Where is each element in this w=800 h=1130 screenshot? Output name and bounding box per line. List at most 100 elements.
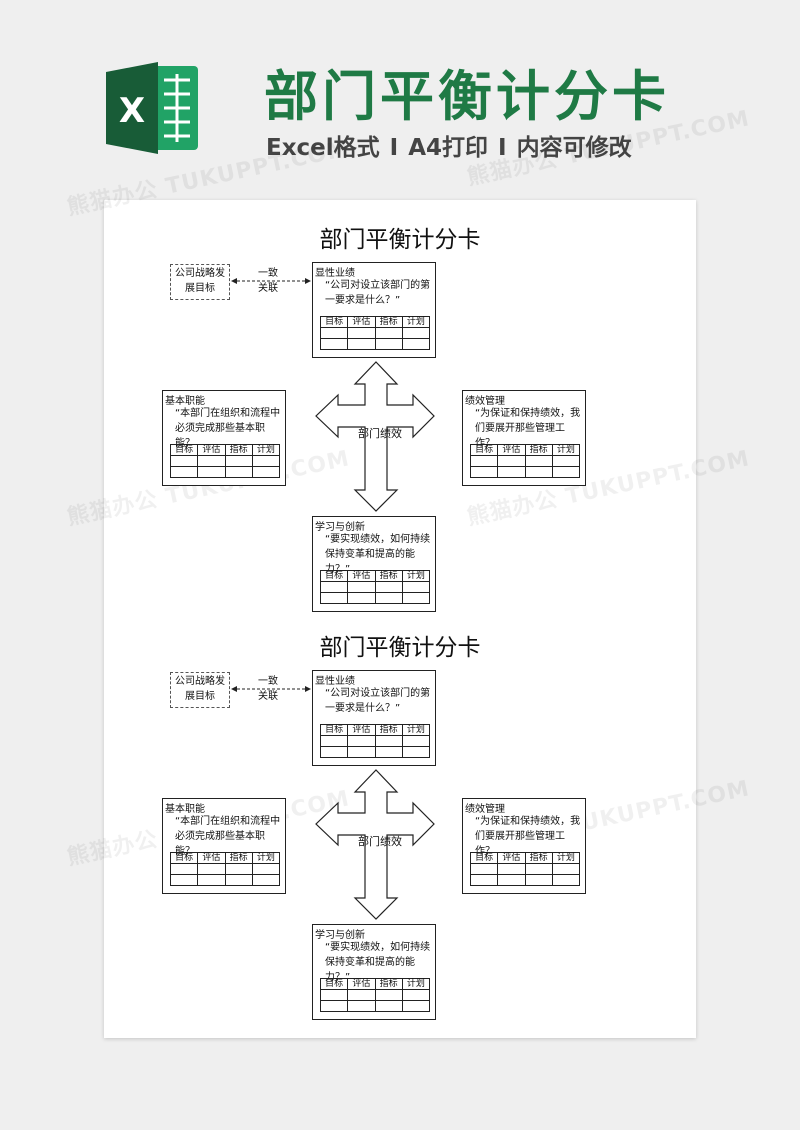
table-row bbox=[169, 874, 281, 886]
table-cell bbox=[319, 1000, 349, 1012]
table-cell bbox=[374, 338, 403, 350]
box-basic-functions: 基本职能 “本部门在组织和流程中必须完成那些基本职能？ 目标 评估 指标 计划 bbox=[162, 390, 286, 486]
box-performance-management: 绩效管理 “为保证和保持绩效，我们要展开那些管理工作？ 目标 评估 指标 计划 bbox=[462, 798, 586, 894]
table-cell bbox=[319, 989, 349, 1001]
table-header-cell: 计划 bbox=[551, 852, 581, 864]
table-row bbox=[469, 863, 581, 875]
table-cell bbox=[347, 989, 376, 1001]
goal-table: 目标 评估 指标 计划 bbox=[319, 570, 431, 604]
page-title: 部门平衡计分卡 bbox=[264, 65, 670, 128]
table-cell bbox=[551, 455, 581, 467]
table-header-cell: 评估 bbox=[347, 724, 376, 736]
table-cell bbox=[497, 466, 526, 478]
table-cell bbox=[374, 327, 403, 339]
table-row bbox=[469, 455, 581, 467]
table-header-cell: 指标 bbox=[224, 852, 253, 864]
alignment-label-line2: 关联 bbox=[258, 691, 278, 702]
table-cell bbox=[497, 874, 526, 886]
goal-table: 目标 评估 指标 计划 bbox=[319, 724, 431, 758]
table-cell bbox=[401, 327, 431, 339]
table-header-cell: 目标 bbox=[469, 444, 499, 456]
scorecard: 部门平衡计分卡 公司战略发 展目标 一致 关联 部门绩效 显性业绩 “公司对设立… bbox=[104, 200, 696, 612]
table-cell bbox=[401, 989, 431, 1001]
box-question: “为保证和保持绩效，我们要展开那些管理工作？ bbox=[475, 816, 581, 857]
table-header-row: 目标 评估 指标 计划 bbox=[319, 316, 431, 328]
table-header-cell: 计划 bbox=[251, 852, 281, 864]
box-learning-innovation: 学习与创新 “要实现绩效，如何持续保持变革和提高的能力？” 目标 评估 指标 计… bbox=[312, 924, 436, 1020]
table-header-cell: 目标 bbox=[169, 852, 199, 864]
table-header-row: 目标 评估 指标 计划 bbox=[319, 978, 431, 990]
box-question: “公司对设立该部门的第一要求是什么？” bbox=[325, 280, 431, 306]
alignment-label-line1: 一致 bbox=[258, 268, 278, 279]
document-preview: 熊猫办公 TUKUPPT.COM 熊猫办公 TUKUPPT.COM 熊猫办公 T… bbox=[65, 106, 752, 1038]
table-row bbox=[319, 592, 431, 604]
table-header-cell: 目标 bbox=[319, 978, 349, 990]
strategy-goal-line2: 展目标 bbox=[185, 283, 215, 294]
subtitle-print: A4打印 bbox=[408, 135, 489, 161]
table-header-cell: 指标 bbox=[374, 316, 403, 328]
table-cell bbox=[401, 735, 431, 747]
table-cell bbox=[251, 863, 281, 875]
table-header-cell: 目标 bbox=[319, 316, 349, 328]
table-cell bbox=[169, 863, 199, 875]
table-row bbox=[169, 466, 281, 478]
table-header-cell: 评估 bbox=[497, 852, 526, 864]
table-cell bbox=[197, 874, 226, 886]
table-row bbox=[319, 338, 431, 350]
table-row bbox=[319, 735, 431, 747]
table-row bbox=[469, 874, 581, 886]
box-performance-management: 绩效管理 “为保证和保持绩效，我们要展开那些管理工作？ 目标 评估 指标 计划 bbox=[462, 390, 586, 486]
table-header-cell: 计划 bbox=[551, 444, 581, 456]
box-basic-functions: 基本职能 “本部门在组织和流程中必须完成那些基本职能？ 目标 评估 指标 计划 bbox=[162, 798, 286, 894]
table-row bbox=[319, 581, 431, 593]
table-header-cell: 计划 bbox=[401, 724, 431, 736]
box-question: “本部门在组织和流程中必须完成那些基本职能？ bbox=[175, 816, 281, 857]
table-cell bbox=[197, 863, 226, 875]
table-cell bbox=[319, 327, 349, 339]
table-cell bbox=[169, 455, 199, 467]
table-cell bbox=[224, 863, 253, 875]
table-row bbox=[319, 989, 431, 1001]
department-performance-label: 部门绩效 bbox=[358, 835, 402, 848]
alignment-label: 一致 关联 bbox=[248, 266, 288, 296]
table-header-cell: 评估 bbox=[347, 570, 376, 582]
table-header-cell: 计划 bbox=[251, 444, 281, 456]
subtitle-editable: 内容可修改 bbox=[516, 135, 632, 161]
box-question: “要实现绩效，如何持续保持变革和提高的能力？” bbox=[325, 942, 431, 983]
table-header-cell: 计划 bbox=[401, 570, 431, 582]
goal-table: 目标 评估 指标 计划 bbox=[469, 444, 581, 478]
table-cell bbox=[374, 746, 403, 758]
box-title: 基本职能 bbox=[165, 804, 205, 815]
alignment-label: 一致 关联 bbox=[248, 674, 288, 704]
box-explicit-performance: 显性业绩 “公司对设立该部门的第一要求是什么？” 目标 评估 指标 计划 bbox=[312, 670, 436, 766]
table-cell bbox=[524, 863, 553, 875]
table-cell bbox=[469, 863, 499, 875]
box-question: “本部门在组织和流程中必须完成那些基本职能？ bbox=[175, 408, 281, 449]
table-row bbox=[319, 746, 431, 758]
table-cell bbox=[347, 327, 376, 339]
table-cell bbox=[319, 746, 349, 758]
table-header-cell: 目标 bbox=[319, 570, 349, 582]
table-cell bbox=[469, 874, 499, 886]
table-cell bbox=[497, 455, 526, 467]
box-question: “公司对设立该部门的第一要求是什么？” bbox=[325, 688, 431, 714]
table-cell bbox=[224, 466, 253, 478]
table-row bbox=[469, 466, 581, 478]
table-cell bbox=[347, 338, 376, 350]
box-learning-innovation: 学习与创新 “要实现绩效，如何持续保持变革和提高的能力？” 目标 评估 指标 计… bbox=[312, 516, 436, 612]
strategy-goal-line2: 展目标 bbox=[185, 691, 215, 702]
table-cell bbox=[524, 874, 553, 886]
table-cell bbox=[551, 863, 581, 875]
table-header-cell: 评估 bbox=[347, 316, 376, 328]
table-row bbox=[169, 863, 281, 875]
table-cell bbox=[401, 581, 431, 593]
box-question: “要实现绩效，如何持续保持变革和提高的能力？” bbox=[325, 534, 431, 575]
table-header-cell: 目标 bbox=[319, 724, 349, 736]
scorecard: 部门平衡计分卡 公司战略发 展目标 一致 关联 部门绩效 显性业绩 “公司对设立… bbox=[104, 608, 696, 1020]
table-header-row: 目标 评估 指标 计划 bbox=[169, 444, 281, 456]
table-cell bbox=[347, 581, 376, 593]
table-cell bbox=[319, 581, 349, 593]
subtitle-separator: I bbox=[389, 135, 399, 161]
table-header-cell: 评估 bbox=[497, 444, 526, 456]
